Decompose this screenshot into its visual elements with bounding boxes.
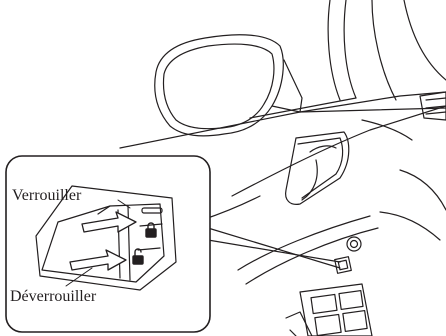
door-trim-drawing: [238, 92, 446, 284]
switch-panel-drawing: [286, 237, 372, 336]
callout-leader-lines: [208, 228, 340, 268]
unlock-label: Déverrouiller: [10, 289, 96, 305]
lock-label: Verrouiller: [12, 188, 81, 204]
side-mirror-drawing: [155, 35, 302, 136]
